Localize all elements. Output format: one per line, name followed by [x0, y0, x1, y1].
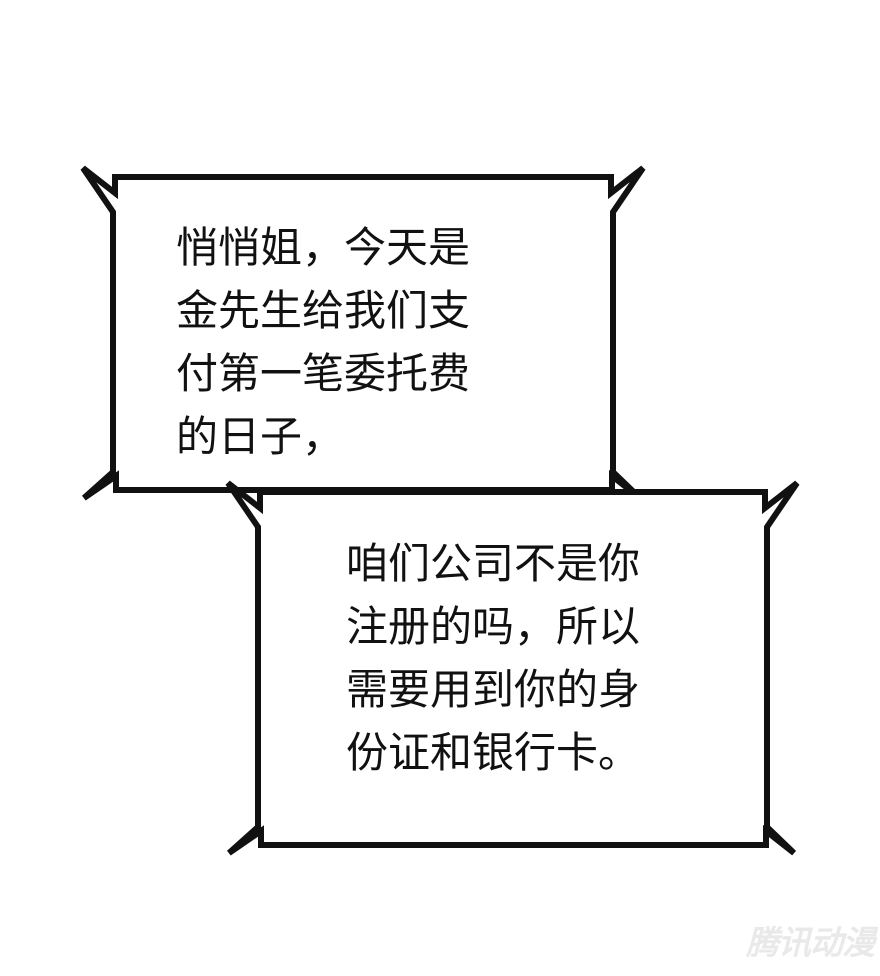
speech-bubble-1-text: 悄悄姐，今天是 金先生给我们支 付第一笔委托费 的日子，: [176, 223, 471, 461]
speech-bubble-2-text: 咱们公司不是你 注册的吗，所以 需要用到你的身 份证和银行卡。: [346, 539, 641, 777]
watermark-tencent-comics: 腾讯动漫: [746, 923, 875, 962]
